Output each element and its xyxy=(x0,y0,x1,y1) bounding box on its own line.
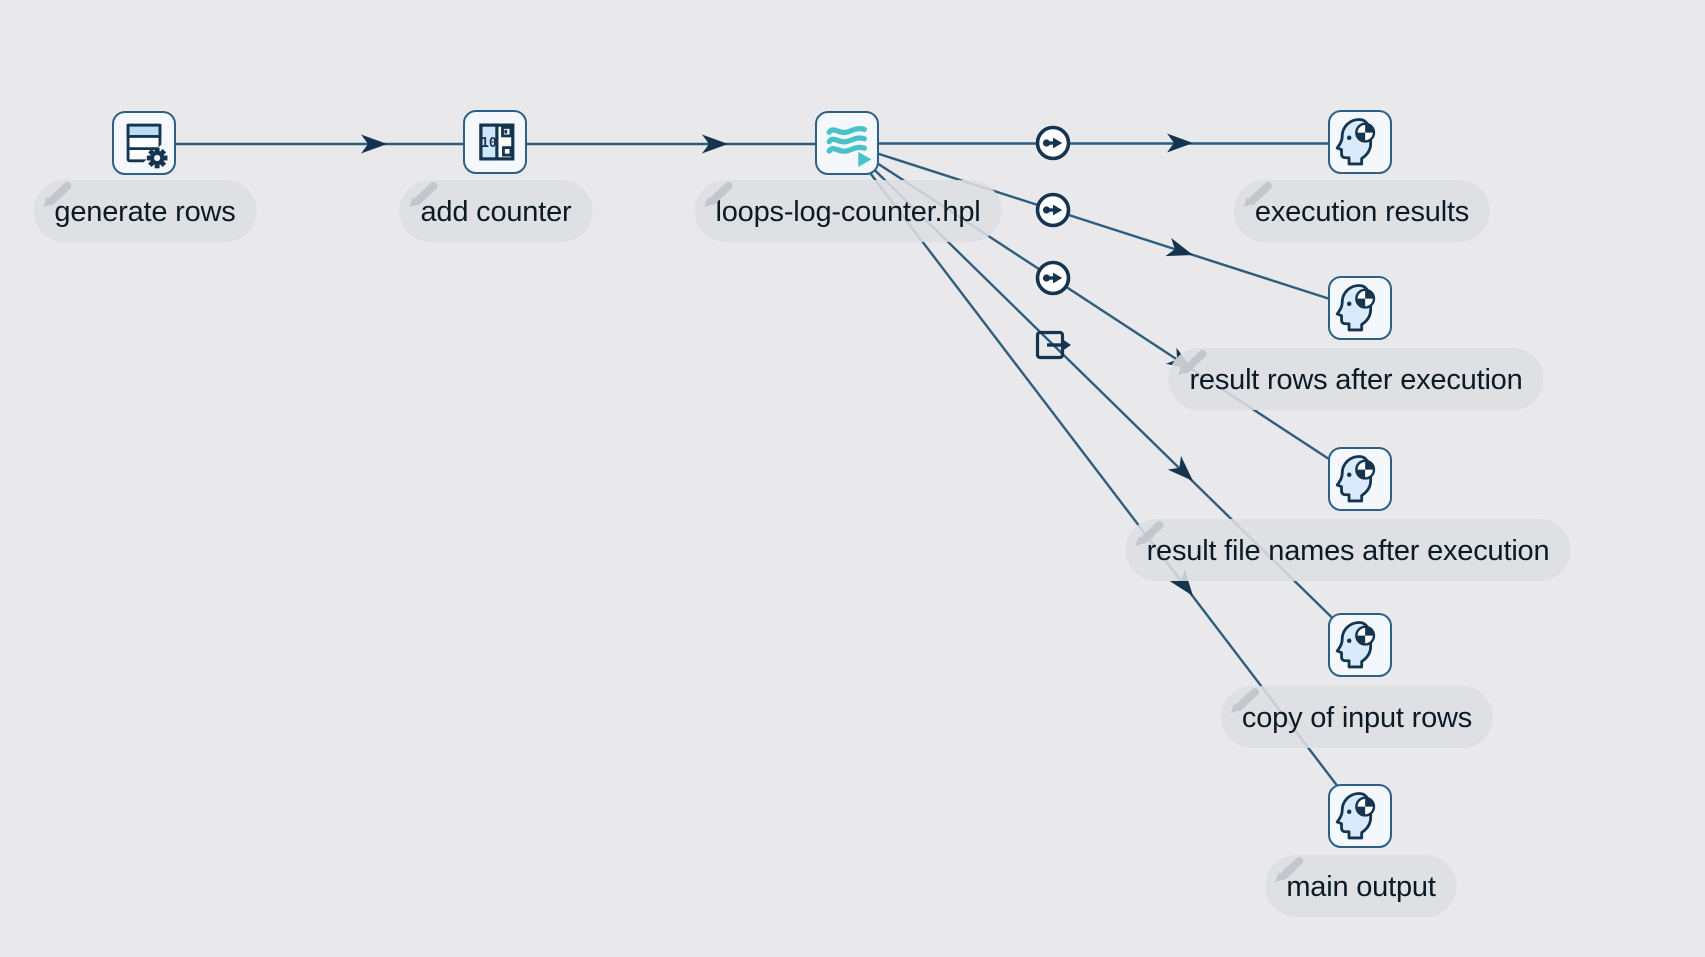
node-result-rows[interactable] xyxy=(1328,276,1392,340)
target-stream-circle-icon[interactable] xyxy=(1035,125,1071,161)
label-result-rows[interactable]: result rows after execution xyxy=(1168,348,1544,410)
head-target-icon xyxy=(1335,455,1376,503)
node-pipeline-executor[interactable] xyxy=(815,111,879,175)
gear-icon xyxy=(146,147,168,169)
head-target-icon xyxy=(1335,792,1376,840)
label-result-file-names[interactable]: result file names after execution xyxy=(1125,519,1571,581)
node-label: loops-log-counter.hpl xyxy=(715,196,981,228)
label-loops-log-counter[interactable]: loops-log-counter.hpl xyxy=(694,180,1002,242)
node-label: result file names after execution xyxy=(1146,535,1550,567)
pipeline-waves-icon xyxy=(826,126,872,167)
arrowhead xyxy=(1167,133,1193,153)
label-generate-rows[interactable]: generate rows xyxy=(33,180,257,242)
label-execution-results[interactable]: execution results xyxy=(1233,180,1491,242)
arrowhead xyxy=(702,134,728,154)
play-icon xyxy=(858,151,872,167)
head-target-icon xyxy=(1335,118,1376,166)
node-add-counter[interactable]: 10 xyxy=(463,110,527,174)
label-add-counter[interactable]: add counter xyxy=(399,180,593,242)
svg-text:10: 10 xyxy=(481,136,497,151)
node-label: add counter xyxy=(420,196,572,228)
node-label: generate rows xyxy=(54,196,236,228)
head-target-icon xyxy=(1335,621,1376,669)
arrowhead xyxy=(1169,569,1193,596)
target-stream-circle-icon[interactable] xyxy=(1035,260,1071,296)
copy-output-square-icon[interactable] xyxy=(1035,330,1072,360)
node-copy-of-input-rows[interactable] xyxy=(1328,613,1392,677)
node-label: main output xyxy=(1286,871,1436,903)
arrowhead xyxy=(1167,456,1193,481)
node-result-file-names[interactable] xyxy=(1328,447,1392,511)
node-execution-results[interactable] xyxy=(1328,110,1392,174)
arrowhead xyxy=(361,134,387,154)
counter-io-icon: 10 xyxy=(479,123,515,161)
hop-pipeline-to-result-rows[interactable] xyxy=(847,142,1362,311)
node-label: copy of input rows xyxy=(1241,702,1473,734)
label-main-output[interactable]: main output xyxy=(1265,855,1457,917)
node-label: result rows after execution xyxy=(1189,364,1523,396)
arrowhead xyxy=(1165,238,1193,257)
node-label: execution results xyxy=(1254,196,1470,228)
node-generate-rows[interactable] xyxy=(112,111,176,175)
head-target-icon xyxy=(1335,284,1376,332)
target-stream-circle-icon[interactable] xyxy=(1035,192,1071,228)
row-generator-icon xyxy=(126,123,168,169)
label-copy-of-input-rows[interactable]: copy of input rows xyxy=(1220,686,1494,748)
node-main-output[interactable] xyxy=(1328,784,1392,848)
